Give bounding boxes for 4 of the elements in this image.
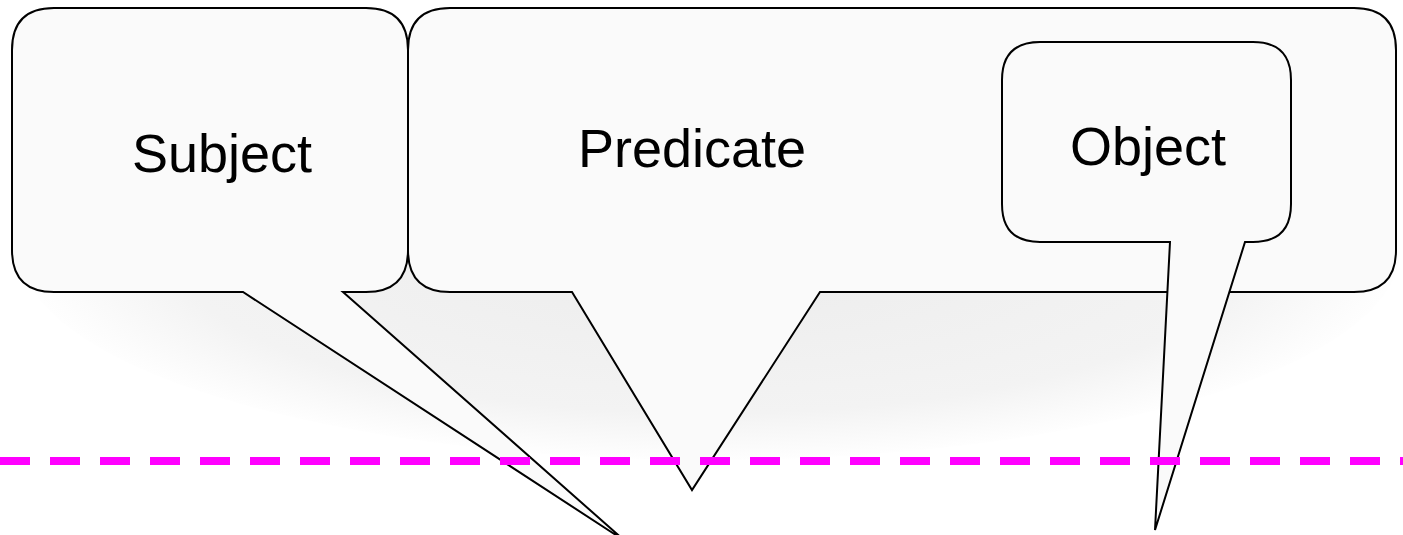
bubble-label: Subject xyxy=(131,122,313,184)
bubble-label: Predicate xyxy=(577,117,807,179)
bubble-label: Object xyxy=(1069,115,1227,177)
speech-bubble xyxy=(1002,42,1293,532)
